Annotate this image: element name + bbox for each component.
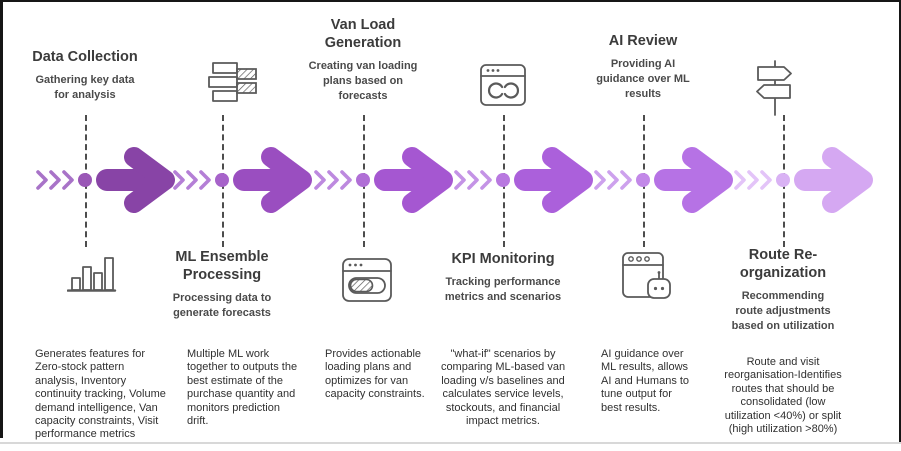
chevron-marks-icon	[340, 170, 352, 190]
timeline-dot	[356, 173, 370, 187]
stage-1-label: Data Collection Gathering key data for a…	[15, 48, 155, 103]
stage-subtitle: Providing AI guidance over ML results	[596, 58, 690, 100]
flow-arrow-segment-3	[314, 147, 453, 213]
timeline-dot	[215, 173, 229, 187]
chevron-marks-icon	[760, 170, 772, 190]
flow-arrow-segment-4	[454, 147, 593, 213]
arrow-head-icon	[822, 147, 873, 213]
right-edge-line	[899, 0, 901, 442]
stage-4-description: "what-if" scenarios by comparing ML-base…	[440, 348, 566, 428]
left-edge-bar	[0, 0, 3, 438]
arrow-head-icon	[542, 147, 593, 213]
chevron-marks-icon	[454, 170, 466, 190]
flow-arrow-segment-6	[734, 147, 873, 213]
stage-6-label: Route Re- organization Recommending rout…	[713, 246, 853, 334]
stage-4-label: KPI Monitoring Tracking performance metr…	[433, 250, 573, 305]
ai-robot-window-icon	[622, 252, 672, 302]
chevron-marks-icon	[49, 170, 61, 190]
sync-window-icon	[480, 62, 526, 108]
stage-title: Data Collection	[32, 49, 138, 65]
chevron-marks-icon	[186, 170, 198, 190]
stacked-tasks-icon	[203, 62, 257, 103]
arrow-head-icon	[124, 147, 175, 213]
stage-subtitle: Recommending route adjustments based on …	[731, 290, 835, 332]
stage-2-description: Multiple ML work together to outputs the…	[187, 348, 298, 428]
chevron-marks-icon	[199, 170, 211, 190]
stage-title: Route Re- organization	[739, 247, 827, 281]
stage-5-label: AI Review Providing AI guidance over ML …	[573, 32, 713, 102]
chevron-marks-icon	[734, 170, 746, 190]
stage-5-description: AI guidance over ML results, allows AI a…	[601, 348, 690, 414]
bar-chart-icon	[67, 256, 117, 293]
chevron-marks-icon	[620, 170, 632, 190]
timeline-dot	[776, 173, 790, 187]
chevron-marks-icon	[314, 170, 326, 190]
chevron-marks-icon	[467, 170, 479, 190]
stage-subtitle: Gathering key data for analysis	[35, 74, 135, 101]
chevron-marks-icon	[594, 170, 606, 190]
stage-3-label: Van Load Generation Creating van loading…	[293, 16, 433, 104]
flow-arrow-segment-5	[594, 147, 733, 213]
stage-title: AI Review	[608, 33, 678, 49]
stage-2-label: ML Ensemble Processing Processing data t…	[152, 248, 292, 321]
stage-subtitle: Tracking performance metrics and scenari…	[444, 276, 562, 303]
chevron-marks-icon	[173, 170, 185, 190]
stage-title: Van Load Generation	[324, 17, 402, 51]
chevron-marks-icon	[747, 170, 759, 190]
stage-title: ML Ensemble Processing	[175, 249, 269, 283]
chevron-marks-icon	[480, 170, 492, 190]
top-edge-line	[0, 0, 901, 2]
loading-window-icon	[342, 258, 392, 302]
chevron-marks-icon	[327, 170, 339, 190]
stage-1-description: Generates features for Zero-stock patter…	[35, 348, 166, 441]
arrow-head-icon	[402, 147, 453, 213]
stage-subtitle: Processing data to generate forecasts	[172, 292, 272, 319]
bottom-divider-line	[0, 442, 901, 444]
stage-6-description: Route and visit reorganisation-Identifie…	[724, 356, 842, 436]
stage-3-description: Provides actionable loading plans and op…	[325, 348, 425, 401]
flow-arrow-segment-1	[36, 147, 175, 213]
timeline-dot	[636, 173, 650, 187]
chevron-marks-icon	[36, 170, 48, 190]
chevron-marks-icon	[62, 170, 74, 190]
arrow-head-icon	[682, 147, 733, 213]
signpost-icon	[754, 60, 794, 116]
timeline-dot	[496, 173, 510, 187]
stage-subtitle: Creating van loading plans based on fore…	[308, 60, 418, 102]
stage-title: KPI Monitoring	[451, 251, 555, 267]
flow-arrow-segment-2	[173, 147, 312, 213]
arrow-head-icon	[261, 147, 312, 213]
chevron-marks-icon	[607, 170, 619, 190]
timeline-dot	[78, 173, 92, 187]
